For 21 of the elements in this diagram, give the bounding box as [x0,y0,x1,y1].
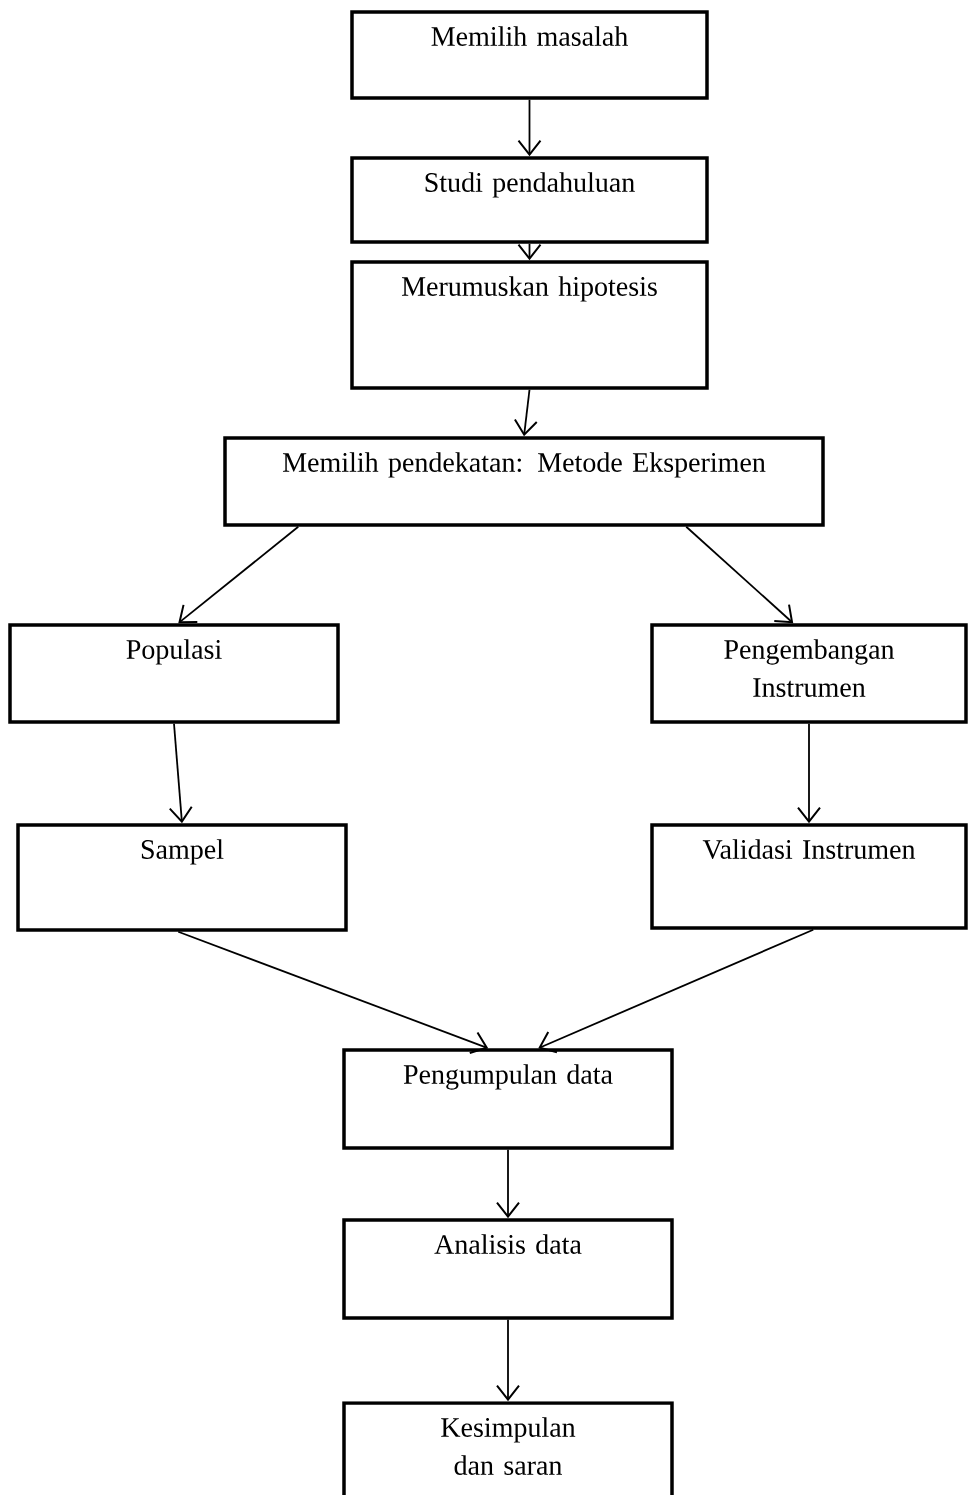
process-box: Analisis data [342,1218,674,1320]
arrow [685,525,794,624]
process-box: Pengumpulan data [342,1048,674,1150]
arrow [538,928,815,1054]
arrow [797,722,821,824]
arrow [496,1318,520,1402]
arrow [178,525,300,624]
process-box: Sampel [16,823,348,932]
process-box: Studi pendahuluan [350,156,709,244]
arrow [517,98,542,157]
arrow [177,930,489,1055]
process-box: Memilih pendekatan: Metode Eksperimen [223,436,825,527]
process-box: Populasi [8,623,340,724]
process-box: Merumuskan hipotesis [350,260,709,390]
process-box: Pengembangan Instrumen [650,623,968,724]
process-box: Validasi Instrumen [650,823,968,930]
arrow [168,722,193,824]
process-box: Memilih masalah [350,10,709,100]
process-box: Kesimpulan dan saran [342,1401,674,1495]
arrow [496,1148,520,1219]
arrow [513,388,538,437]
